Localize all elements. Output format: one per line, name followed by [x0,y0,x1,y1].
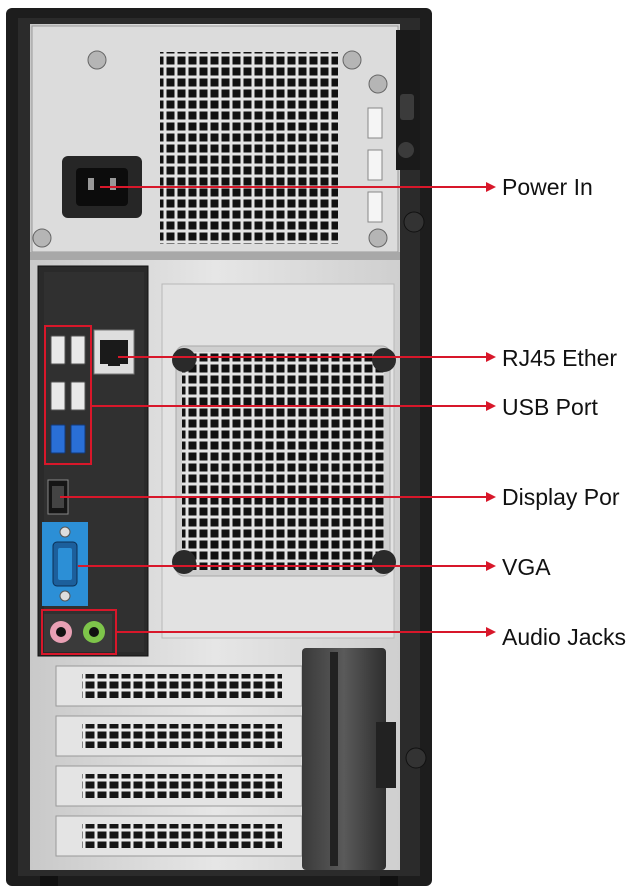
usb-port-icon [71,382,85,410]
callout-arrowhead-audio [486,627,496,637]
screw-icon [404,212,424,232]
usb-port-icon [51,382,65,410]
screw-icon [172,348,196,372]
screw-icon [343,51,361,69]
label-display-port: Display Por [502,484,620,510]
usb-port-icon [71,336,85,364]
screw-icon [372,550,396,574]
screw-icon [33,229,51,247]
label-usb-port: USB Port [502,394,598,420]
screw-icon [406,748,426,768]
psu-fan-grille [160,52,338,244]
label-audio-jacks: Audio Jacks [502,624,626,650]
label-power-in: Power In [502,174,593,200]
screw-icon [172,550,196,574]
case-fan [162,284,396,638]
audio-jack-icon [44,614,112,652]
label-vga: VGA [502,554,551,580]
usb-port-icon [51,425,65,453]
vga-port-icon [42,522,88,606]
usb-port-icon [51,336,65,364]
fan-grille-icon [182,352,384,570]
callout-arrowhead-display-port [486,492,496,502]
ethernet-port-icon [94,330,134,374]
slot-bracket [302,648,396,870]
screw-icon [369,75,387,93]
screw-icon [369,229,387,247]
usb-port-icon [71,425,85,453]
callout-arrowhead-usb [486,401,496,411]
screw-icon [372,348,396,372]
label-rj45-ethernet: RJ45 Ether [502,345,617,371]
screw-icon [88,51,106,69]
callout-arrowhead-vga [486,561,496,571]
case-foot [40,876,58,886]
case-foot [380,876,398,886]
callout-arrowhead-rj45 [486,352,496,362]
power-supply [32,26,398,252]
callout-arrowhead-power-in [486,182,496,192]
